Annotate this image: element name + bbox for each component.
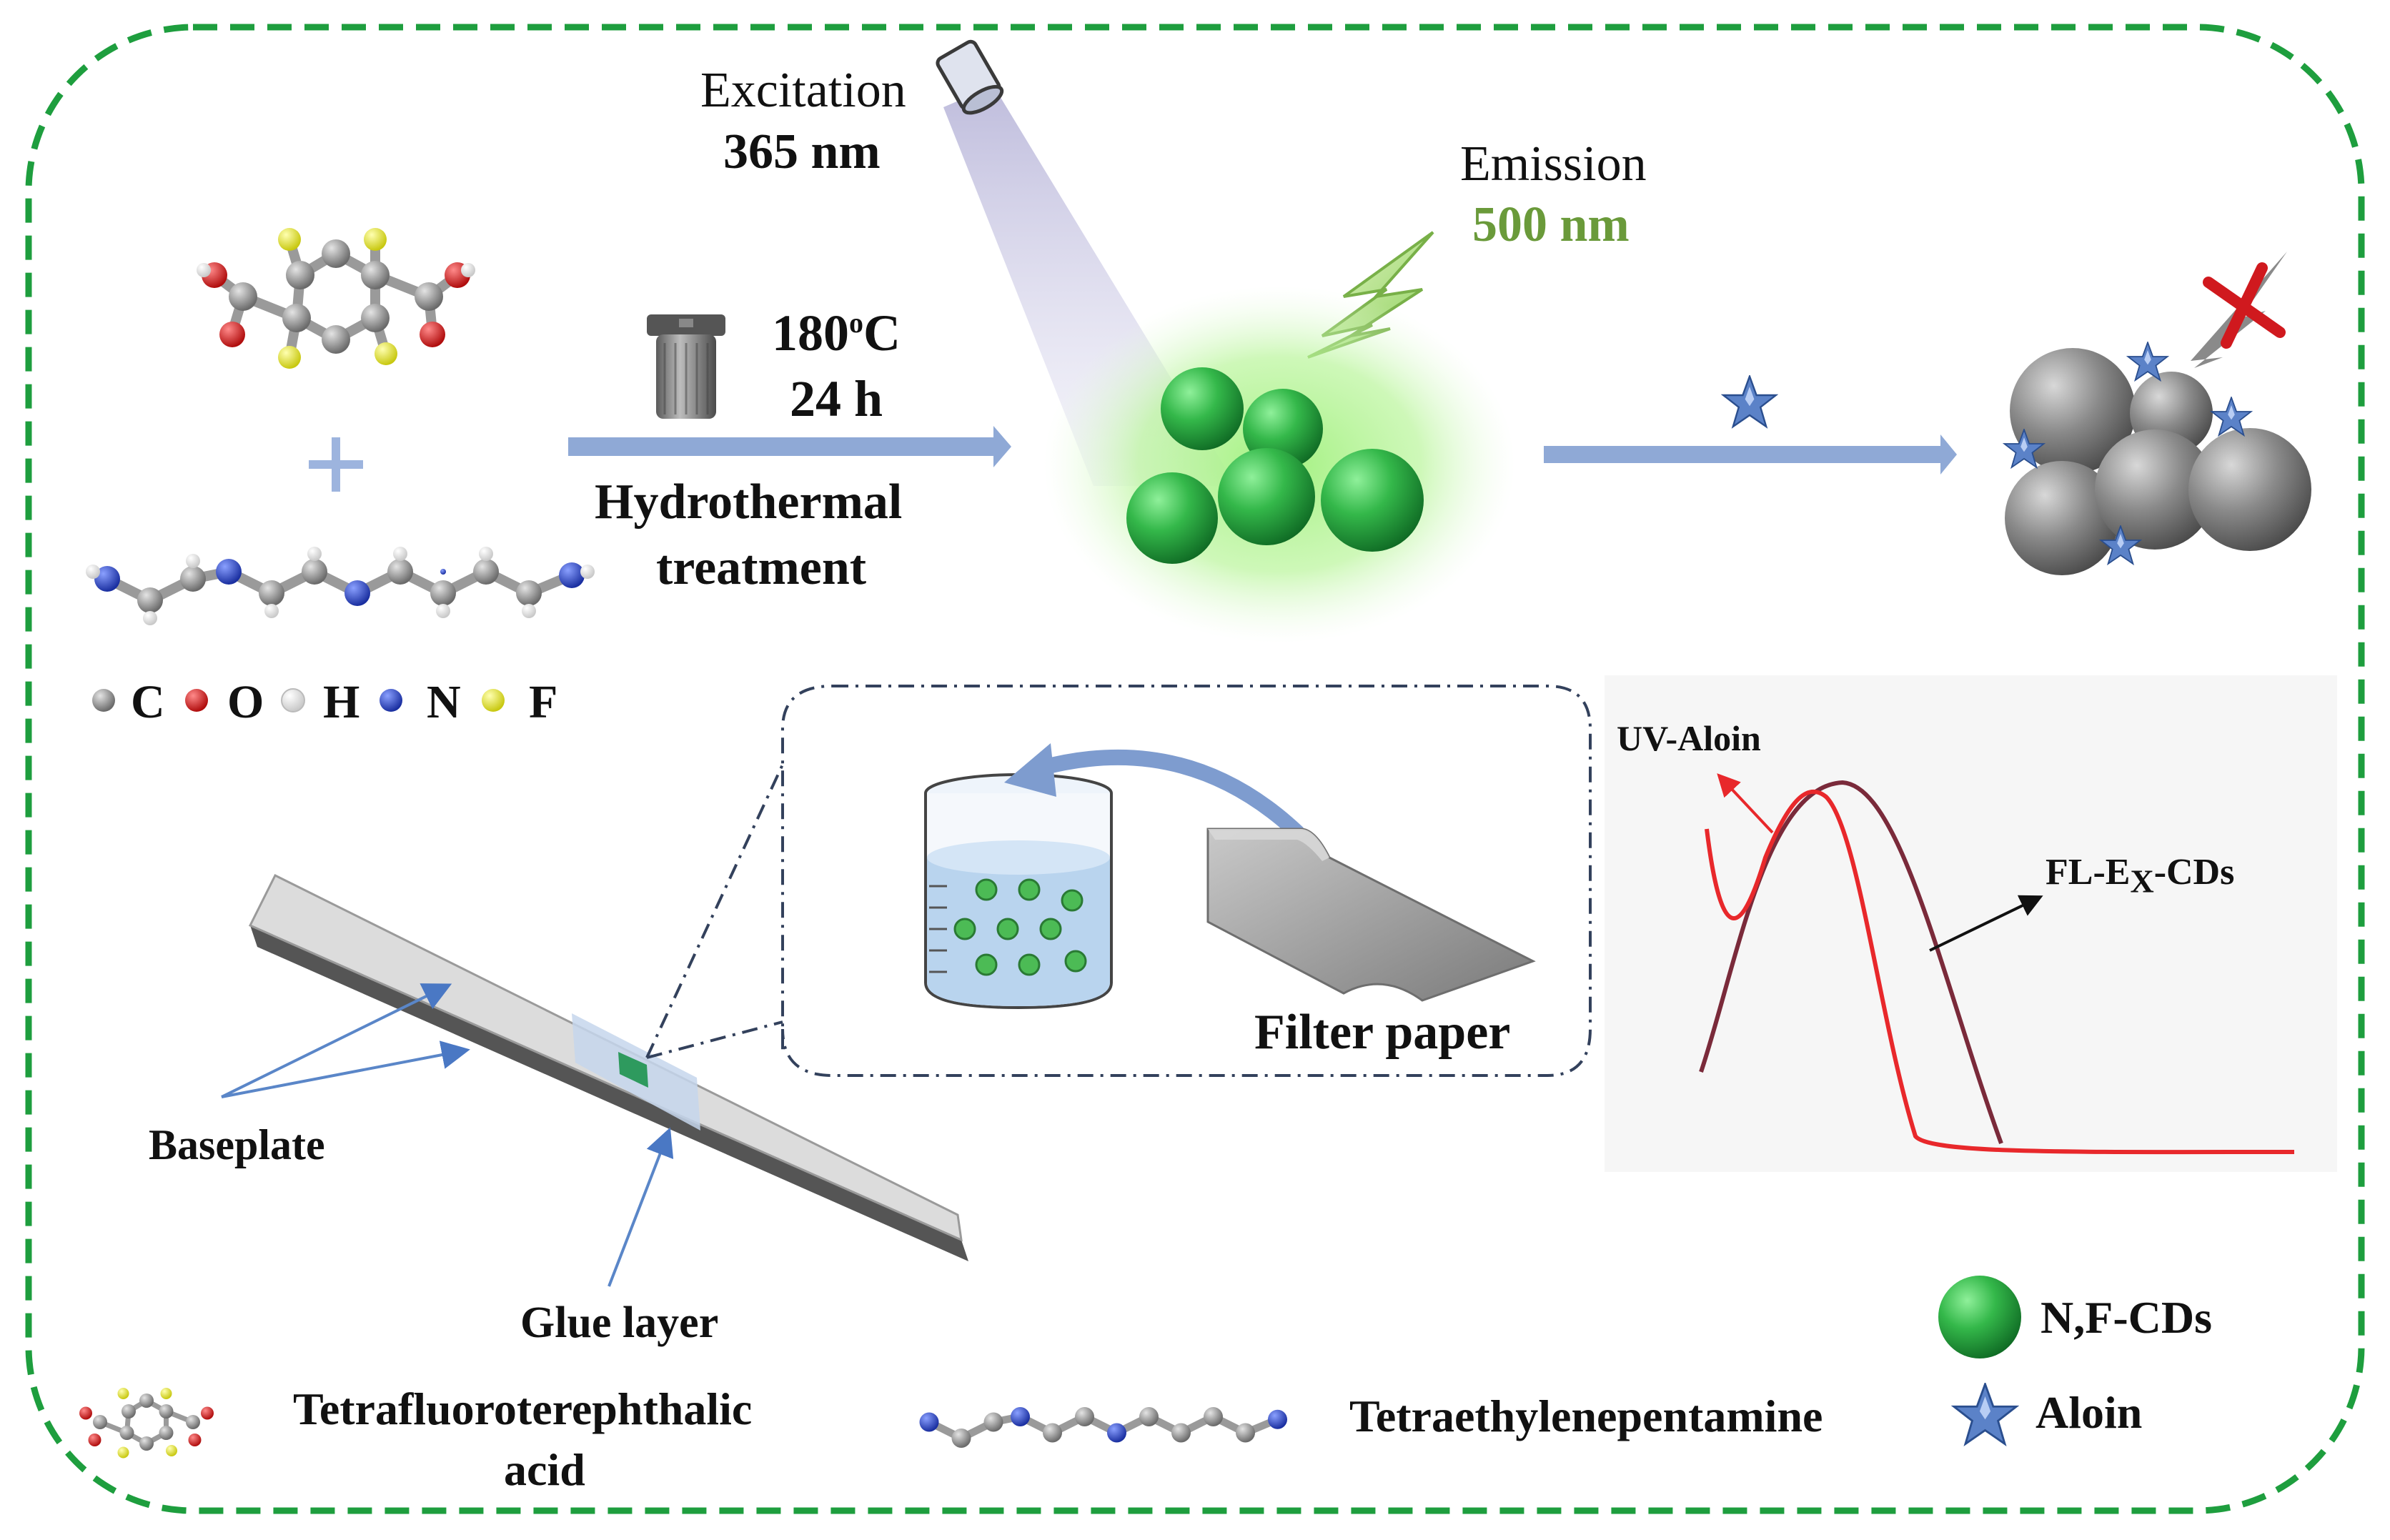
uv-curve: [1705, 789, 2295, 1155]
carbon-dot-icon: [92, 689, 115, 712]
dashed-border: [25, 24, 2365, 1514]
oxygen-dot-icon: [185, 689, 208, 712]
uv-lamp-icon: [936, 39, 1004, 115]
test-strip: [248, 873, 968, 1261]
glue-pointer: [608, 1127, 674, 1287]
atom-legend: [92, 688, 505, 712]
transfer-arrow: [1004, 743, 1305, 840]
fl-pointer: [1929, 895, 2043, 952]
fluorine-dot-icon: [482, 689, 505, 712]
filter-paper-icon: [1206, 828, 1536, 1002]
quenched-cluster: [2003, 342, 2311, 575]
spectrum-panel: [1605, 675, 2337, 1172]
aloin-addition-arrow: [1544, 375, 1957, 475]
legend-tfta-molecule: [79, 1388, 214, 1459]
tepa-molecule: [86, 547, 595, 625]
tfta-molecule: [197, 228, 475, 369]
legend-cd-sphere-icon: [1938, 1276, 2021, 1358]
legend-aloin-star-icon: [1953, 1383, 2018, 1445]
baseplate-pointers: [221, 983, 470, 1098]
blocked-emission-icon: [2191, 252, 2287, 368]
cd-cluster: [1043, 286, 1515, 643]
beaker-icon: [924, 773, 1113, 1010]
legend-tepa-molecule: [919, 1407, 1287, 1448]
hydrogen-dot-icon: [281, 688, 305, 712]
uv-pointer: [1717, 773, 1774, 834]
inset-box: [645, 685, 1592, 1077]
plus-sign: [309, 437, 363, 492]
fl-curve: [1699, 780, 2003, 1145]
hydrothermal-arrow: [568, 426, 1011, 467]
nitrogen-dot-icon: [380, 689, 402, 712]
autoclave-icon: [647, 314, 725, 419]
